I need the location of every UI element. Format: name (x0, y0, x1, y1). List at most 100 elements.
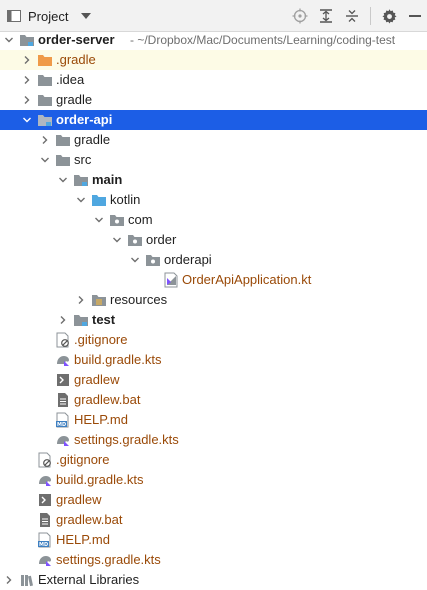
settings-button[interactable] (377, 4, 401, 28)
tree-node-order[interactable]: order (0, 230, 427, 250)
markdown-file-icon: MD (38, 532, 51, 548)
chevron-down-icon[interactable] (58, 175, 68, 185)
tree-node-orderapi[interactable]: orderapi (0, 250, 427, 270)
tree-node-label: .idea (56, 72, 85, 87)
project-view-icon (7, 10, 21, 22)
text-file-icon (40, 513, 50, 527)
svg-text:MD: MD (57, 422, 66, 428)
toolbar-separator (370, 7, 371, 25)
tree-node-label: HELP.md (74, 412, 128, 427)
tree-node-label: kotlin (110, 192, 141, 207)
tree-node-test[interactable]: test (0, 310, 427, 330)
tree-node-label: settings.gradle.kts (74, 432, 179, 447)
tree-node-label: order-server (38, 32, 115, 47)
tree-node-resources[interactable]: resources (0, 290, 427, 310)
chevron-right-icon[interactable] (22, 75, 32, 85)
tree-node-label: gradlew.bat (56, 512, 123, 527)
tree-node-com[interactable]: com (0, 210, 427, 230)
package-icon (146, 255, 160, 266)
tree-node-gradle[interactable]: gradle (0, 130, 427, 150)
tree-node-help-md[interactable]: MD HELP.md (0, 410, 427, 430)
chevron-right-icon[interactable] (22, 55, 32, 65)
tree-node-label: src (74, 152, 92, 167)
shell-script-icon (57, 374, 69, 386)
tree-node-gradlew[interactable]: gradlew (0, 490, 427, 510)
gradle-file-icon (57, 436, 69, 446)
tree-node-order-server[interactable]: order-server - ~/Dropbox/Mac/Documents/L… (0, 30, 427, 50)
package-icon (110, 215, 124, 226)
tree-node-settings-gradle-kts[interactable]: settings.gradle.kts (0, 550, 427, 570)
tree-node-label: gradlew (56, 492, 102, 507)
tree-node-order-api[interactable]: order-api (0, 110, 427, 130)
tree-node-label: OrderApiApplication.kt (182, 272, 312, 287)
tree-node-external-libraries[interactable]: External Libraries (0, 570, 427, 590)
tree-node-dot-gradle[interactable]: .gradle (0, 50, 427, 70)
tree-node-kotlin[interactable]: kotlin (0, 190, 427, 210)
module-folder-icon (74, 315, 88, 326)
tree-node-label: gradle (56, 92, 93, 107)
tree-node-gitignore[interactable]: .gitignore (0, 330, 427, 350)
chevron-down-icon[interactable] (130, 255, 140, 265)
tree-node-label: .gitignore (56, 452, 110, 467)
chevron-down-icon[interactable] (40, 155, 50, 165)
expand-all-button[interactable] (314, 4, 338, 28)
tree-node-gradlew[interactable]: gradlew (0, 370, 427, 390)
tree-node-settings-gradle-kts[interactable]: settings.gradle.kts (0, 430, 427, 450)
project-toolbar: Project (0, 0, 427, 32)
chevron-down-icon[interactable] (112, 235, 122, 245)
library-icon (21, 575, 33, 587)
tree-node-label: main (92, 172, 123, 187)
chevron-down-icon[interactable] (76, 195, 86, 205)
hide-button[interactable] (403, 4, 427, 28)
tree-node-label: order (146, 232, 177, 247)
tree-node-label: test (92, 312, 116, 327)
view-selector[interactable]: Project (7, 0, 92, 32)
tree-node-label: build.gradle.kts (56, 472, 144, 487)
tree-node-help-md[interactable]: MD HELP.md (0, 530, 427, 550)
tree-node-label: gradlew (74, 372, 120, 387)
locate-button[interactable] (288, 4, 312, 28)
tree-node-main[interactable]: main (0, 170, 427, 190)
tree-node-gitignore[interactable]: .gitignore (0, 450, 427, 470)
tree-node-gradlew-bat[interactable]: gradlew.bat (0, 510, 427, 530)
dropdown-icon[interactable] (81, 13, 92, 19)
markdown-file-icon: MD (56, 412, 69, 428)
chevron-down-icon[interactable] (94, 215, 104, 225)
chevron-right-icon[interactable] (22, 95, 32, 105)
tree-node-dot-idea[interactable]: .idea (0, 70, 427, 90)
chevron-right-icon[interactable] (4, 575, 14, 585)
text-file-icon (58, 393, 68, 407)
locate-icon (292, 8, 308, 24)
tree-node-build-gradle-kts[interactable]: build.gradle.kts (0, 470, 427, 490)
tree-node-src[interactable]: src (0, 150, 427, 170)
tree-node-order-api-application-kt[interactable]: OrderApiApplication.kt (0, 270, 427, 290)
gitignore-file-icon (38, 452, 51, 468)
svg-text:MD: MD (39, 542, 48, 548)
collapse-all-button[interactable] (340, 4, 364, 28)
module-folder-icon (38, 115, 52, 126)
excluded-folder-icon (38, 55, 52, 66)
gitignore-file-icon (56, 332, 69, 348)
chevron-down-icon[interactable] (22, 115, 32, 125)
project-tree: order-server - ~/Dropbox/Mac/Documents/L… (0, 30, 427, 590)
chevron-right-icon[interactable] (40, 135, 50, 145)
tree-node-label: gradlew.bat (74, 392, 141, 407)
tree-node-label: gradle (74, 132, 111, 147)
tree-node-label: build.gradle.kts (74, 352, 162, 367)
folder-icon (38, 75, 52, 86)
hide-icon (409, 15, 421, 17)
project-path: - ~/Dropbox/Mac/Documents/Learning/codin… (130, 33, 396, 47)
tree-node-label: orderapi (164, 252, 212, 267)
tree-node-build-gradle-kts[interactable]: build.gradle.kts (0, 350, 427, 370)
source-folder-icon (92, 195, 106, 206)
tree-node-gradlew-bat[interactable]: gradlew.bat (0, 390, 427, 410)
tree-node-label: com (128, 212, 153, 227)
chevron-right-icon[interactable] (58, 315, 68, 325)
chevron-right-icon[interactable] (76, 295, 86, 305)
tree-node-label: .gradle (56, 52, 96, 67)
tree-node-gradle[interactable]: gradle (0, 90, 427, 110)
chevron-down-icon[interactable] (4, 35, 14, 45)
tree-node-label: HELP.md (56, 532, 110, 547)
gradle-file-icon (39, 556, 51, 566)
gradle-file-icon (57, 356, 69, 366)
